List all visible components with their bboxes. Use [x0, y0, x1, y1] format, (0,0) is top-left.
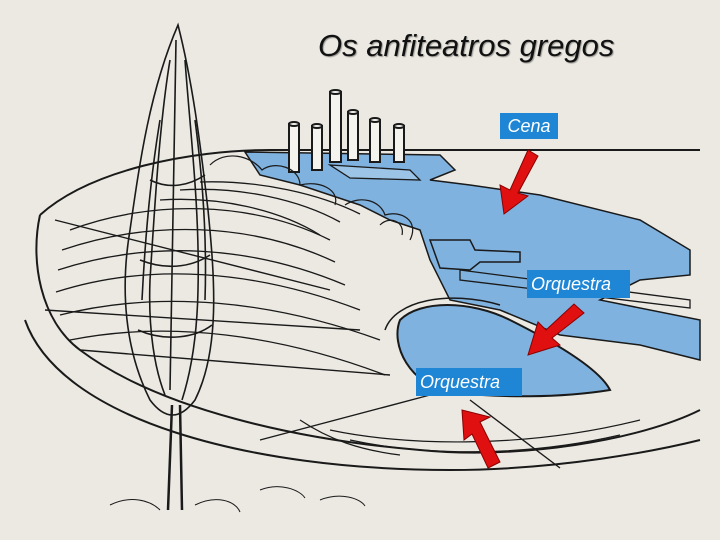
label-orquestra-top: Orquestra	[527, 270, 630, 298]
slide-title: Os anfiteatros gregos	[318, 28, 614, 64]
label-cena: Cena	[500, 113, 558, 139]
label-orquestra-bottom: Orquestra	[416, 368, 522, 396]
cypress-tree	[125, 25, 214, 510]
ground	[110, 487, 365, 512]
